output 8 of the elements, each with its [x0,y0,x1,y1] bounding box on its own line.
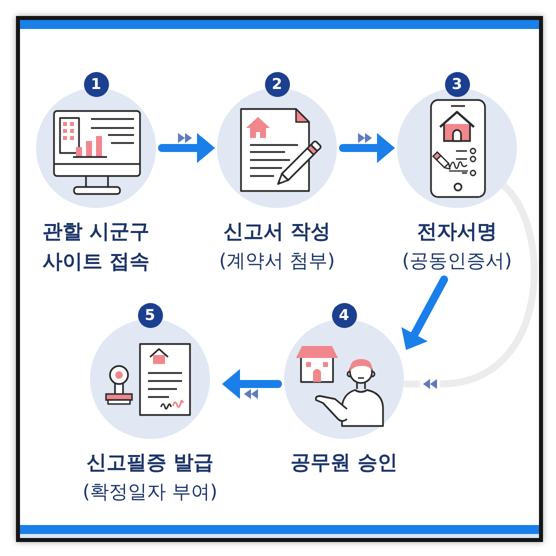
step-title: 신고필증 발급 [86,449,214,476]
step-title: 공무원 승인 [290,449,398,476]
step-title: 전자서명 [417,218,497,245]
step-note: (공동인증서) [402,249,512,274]
step-note: (계약서 첨부) [219,249,335,274]
step-title: 관할 시군구 사이트 접속 [42,218,150,275]
step-note: (확정일자 부여) [82,480,218,505]
step-title: 신고서 작성 [224,218,330,245]
